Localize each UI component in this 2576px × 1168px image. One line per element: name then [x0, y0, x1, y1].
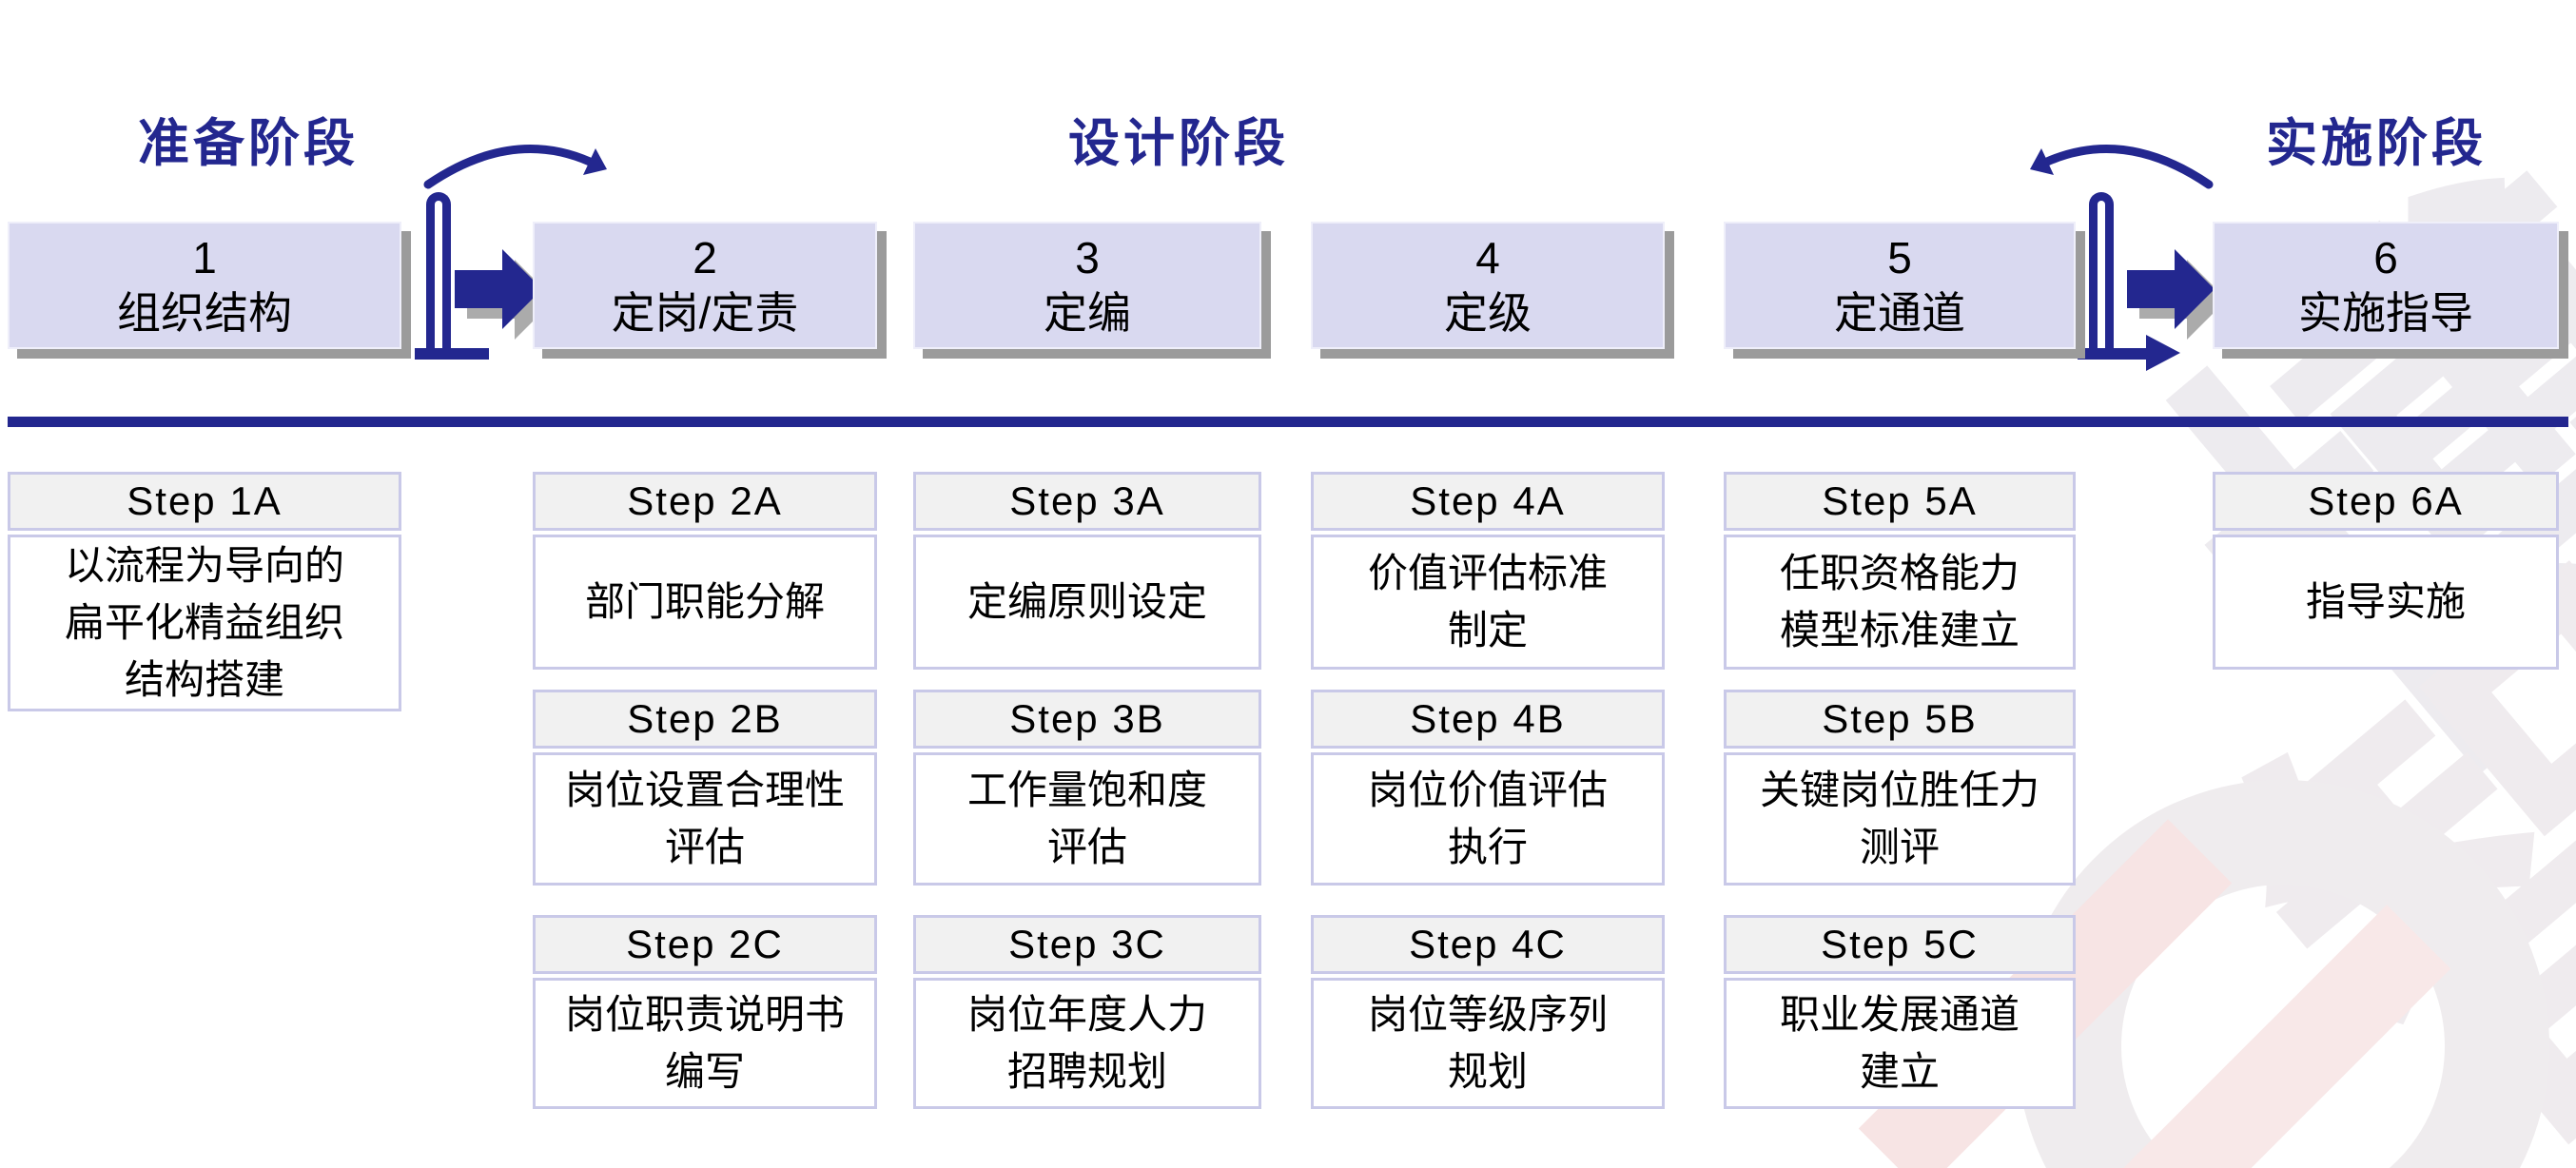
step-body-text: 任职资格能力 模型标准建立: [1779, 551, 2020, 652]
step-header-label: Step 4B: [1410, 696, 1566, 741]
step-body-text: 关键岗位胜任力 测评: [1759, 768, 2039, 869]
step-header-3c: Step 3C: [913, 915, 1261, 974]
step-body-5a: 任职资格能力 模型标准建立: [1724, 535, 2076, 670]
phase-label-preparation: 准备阶段: [138, 115, 359, 172]
step-body-text: 部门职能分解: [584, 579, 825, 624]
step-header-label: Step 3C: [1008, 922, 1166, 966]
step-body-2a: 部门职能分解: [533, 535, 877, 670]
step-header-label: Step 6A: [2308, 478, 2464, 523]
stage-box-1: 1 组织结构: [8, 222, 401, 349]
stage-title: 组织结构: [117, 288, 292, 338]
stage-box-2: 2 定岗/定责: [533, 222, 877, 349]
curved-arrow-right-icon: [423, 145, 607, 189]
stage-number: 2: [693, 233, 717, 282]
stage-divider-foot: [2078, 348, 2146, 360]
step-body-3a: 定编原则设定: [913, 535, 1261, 670]
step-body-5b: 关键岗位胜任力 测评: [1724, 752, 2076, 886]
stage-title: 定编: [1044, 288, 1131, 338]
step-body-2c: 岗位职责说明书 编写: [533, 978, 877, 1109]
block-arrow-right-icon: [2127, 249, 2227, 340]
step-header-label: Step 4A: [1410, 478, 1566, 523]
divider-foot-arrowhead-icon: [2146, 335, 2180, 371]
phase-label-implementation: 实施阶段: [2266, 115, 2487, 172]
stage-title: 定级: [1444, 288, 1532, 338]
step-body-6a: 指导实施: [2213, 535, 2559, 670]
step-body-text: 价值评估标准 制定: [1367, 551, 1608, 652]
watermark-pink-band: [2077, 905, 2451, 1168]
stage-title: 实施指导: [2298, 288, 2473, 338]
step-body-text: 岗位等级序列 规划: [1367, 992, 1608, 1094]
step-header-label: Step 2B: [627, 696, 783, 741]
step-body-4c: 岗位等级序列 规划: [1311, 978, 1665, 1109]
step-header-2a: Step 2A: [533, 472, 877, 531]
stage-divider-bracket: [2089, 192, 2114, 354]
step-body-text: 岗位年度人力 招聘规划: [966, 992, 1207, 1094]
step-header-label: Step 3B: [1009, 696, 1165, 741]
stage-number: 5: [1887, 233, 1912, 282]
step-body-text: 以流程为导向的 扁平化精益组织 结构搭建: [64, 543, 344, 702]
stage-number: 3: [1075, 233, 1100, 282]
step-header-4b: Step 4B: [1311, 690, 1665, 749]
step-body-text: 职业发展通道 建立: [1779, 992, 2020, 1094]
step-header-label: Step 2C: [626, 922, 784, 966]
step-header-4a: Step 4A: [1311, 472, 1665, 531]
step-header-5b: Step 5B: [1724, 690, 2076, 749]
step-body-3b: 工作量饱和度 评估: [913, 752, 1261, 886]
stage-title: 定岗/定责: [611, 288, 799, 338]
step-body-text: 定编原则设定: [966, 579, 1207, 624]
step-body-text: 指导实施: [2305, 579, 2466, 624]
step-body-3c: 岗位年度人力 招聘规划: [913, 978, 1261, 1109]
step-header-label: Step 2A: [627, 478, 783, 523]
step-header-label: Step 3A: [1009, 478, 1165, 523]
stage-number: 6: [2373, 233, 2398, 282]
phase-label-design: 设计阶段: [1068, 115, 1289, 172]
step-header-label: Step 5B: [1822, 696, 1978, 741]
step-header-5c: Step 5C: [1724, 915, 2076, 974]
stage-box-4: 4 定级: [1311, 222, 1665, 349]
step-header-2c: Step 2C: [533, 915, 877, 974]
step-header-3b: Step 3B: [913, 690, 1261, 749]
step-body-4a: 价值评估标准 制定: [1311, 535, 1665, 670]
step-header-2b: Step 2B: [533, 690, 877, 749]
stage-divider-bracket: [426, 192, 451, 354]
stage-box-5: 5 定通道: [1724, 222, 2076, 349]
step-body-2b: 岗位设置合理性 评估: [533, 752, 877, 886]
stage-number: 4: [1475, 233, 1500, 282]
step-header-6a: Step 6A: [2213, 472, 2559, 531]
step-body-4b: 岗位价值评估 执行: [1311, 752, 1665, 886]
curved-arrow-left-icon: [2030, 145, 2214, 189]
step-body-1a: 以流程为导向的 扁平化精益组织 结构搭建: [8, 535, 401, 711]
stage-title: 定通道: [1834, 288, 1965, 338]
step-header-label: Step 1A: [127, 478, 283, 523]
step-header-label: Step 5C: [1821, 922, 1979, 966]
phase-separator-line: [8, 417, 2568, 427]
stage-divider-foot: [415, 348, 489, 360]
stage-number: 1: [192, 233, 217, 282]
step-body-5c: 职业发展通道 建立: [1724, 978, 2076, 1109]
step-header-1a: Step 1A: [8, 472, 401, 531]
step-header-3a: Step 3A: [913, 472, 1261, 531]
step-header-5a: Step 5A: [1724, 472, 2076, 531]
stage-box-3: 3 定编: [913, 222, 1261, 349]
step-body-text: 岗位设置合理性 评估: [564, 768, 845, 869]
step-header-4c: Step 4C: [1311, 915, 1665, 974]
stage-box-6: 6 实施指导: [2213, 222, 2559, 349]
step-body-text: 工作量饱和度 评估: [966, 768, 1207, 869]
step-body-text: 岗位价值评估 执行: [1367, 768, 1608, 869]
step-body-text: 岗位职责说明书 编写: [564, 992, 845, 1094]
step-header-label: Step 4C: [1409, 922, 1567, 966]
step-header-label: Step 5A: [1822, 478, 1978, 523]
